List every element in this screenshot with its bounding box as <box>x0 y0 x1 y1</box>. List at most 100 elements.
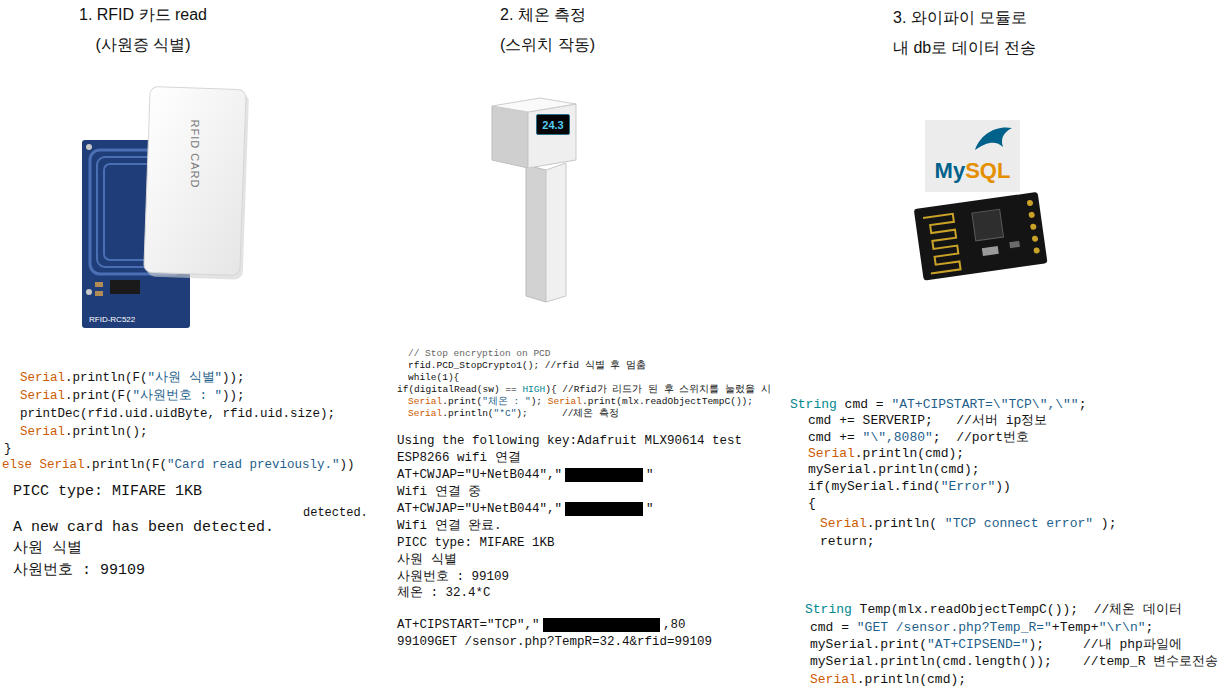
label-slot: 사원번호 : 99109 <box>397 569 509 585</box>
serial-output-line: A new card has been detected. <box>13 519 274 537</box>
art-rect <box>95 282 103 287</box>
art-rect <box>110 280 140 294</box>
step-heading: 3. 와이파이 모듈로 내 db로 데이터 전송 <box>893 3 1042 63</box>
code-token: )) <box>340 458 355 472</box>
label-slot: 3. 와이파이 모듈로 내 db로 데이터 전송 <box>893 3 1042 63</box>
code-line: while(1){ <box>408 372 459 384</box>
serial-output-line: AT+CWJAP="U+NetB044"," <box>397 501 562 517</box>
esp8266-module <box>914 192 1048 281</box>
label-slot: AT+CWJAP="U+NetB044"," <box>397 467 562 483</box>
code-token: .println(); <box>65 425 148 439</box>
serial-output-line: 99109GET /sensor.php?TempR=32.4&rfid=991… <box>397 634 712 650</box>
code-token: Temp(mlx.readObjectTempC()); //체온 데이터 <box>852 602 1182 617</box>
art-polygon <box>526 165 546 302</box>
code-token: "GET /sensor.php?Temp_R=" <box>857 620 1052 635</box>
code-token: "Card read previously." <box>167 458 340 472</box>
code-token: .println( <box>442 408 493 419</box>
code-token: "TCP connect error" <box>945 516 1093 531</box>
code-token: if(mySerial.find( <box>808 479 941 494</box>
serial-output-line: 사원 식별 <box>397 552 457 568</box>
mysql-logo-art <box>925 120 1020 192</box>
art-circle <box>86 289 92 295</box>
code-token: ); //체온 측정 <box>516 408 619 419</box>
code-line: Serial.println("*C"); //체온 측정 <box>408 408 619 420</box>
label-slot: Serial.println(cmd); <box>808 446 964 462</box>
code-token: cmd = <box>837 397 892 412</box>
label-slot: rfid.PCD_StopCrypto1(); //rfid 식별 후 멈춤 <box>408 360 646 372</box>
code-token: cmd += <box>808 430 863 445</box>
art-circle <box>86 144 92 150</box>
label-slot: Using the following key:Adafruit MLX9061… <box>397 433 742 449</box>
serial-output-line: Wifi 연결 완료. <box>397 518 502 534</box>
label-slot: 사원 식별 <box>397 552 457 568</box>
label-slot: String cmd = "AT+CIPSTART=\"TCP\",\""; <box>790 397 1086 413</box>
code-token: .println( <box>867 516 945 531</box>
code-token: ; <box>1079 397 1087 412</box>
code-token: .println(cmd); <box>855 446 964 461</box>
label-slot: PICC type: MIFARE 1KB <box>13 483 202 501</box>
label-slot: Wifi 연결 완료. <box>397 518 502 534</box>
label-slot: AT+CWJAP="U+NetB044"," <box>397 501 562 517</box>
redaction-bars <box>543 468 660 632</box>
label-slot: return; <box>820 534 875 550</box>
art-rect <box>982 246 999 256</box>
code-token: .println(cmd); <box>857 672 966 687</box>
code-line: { <box>808 496 816 512</box>
code-token: { <box>808 496 816 511</box>
code-line: cmd += SERVERIP; //서버 ip정보 <box>808 413 1047 429</box>
label-slot: Serial.println(cmd); <box>810 672 966 688</box>
code-token: Serial <box>548 396 582 407</box>
art-rect <box>95 291 103 296</box>
label-slot: printDec(rfid.uid.uidByte, rfid.uid.size… <box>20 406 335 422</box>
node-text: MySQL <box>935 158 1011 184</box>
label-slot: 2. 체온 측정 (스위치 작동) <box>500 0 620 60</box>
code-token: .println(F( <box>65 371 148 385</box>
label-slot: 체온 : 32.4*C <box>397 585 491 601</box>
code-token: +Temp+ <box>1052 620 1099 635</box>
code-token: String <box>805 602 852 617</box>
label-slot: Serial.println("*C"); //체온 측정 <box>408 408 619 420</box>
code-token: Serial <box>20 371 65 385</box>
code-token: ; //port번호 <box>933 430 1029 445</box>
label-slot: ,80 <box>663 617 686 633</box>
rfid-card: RFID CARD <box>147 88 243 274</box>
code-line: Serial.print("체온 : "); Serial.print(mlx.… <box>408 396 753 408</box>
step-heading: 1. RFID 카드 read (사원증 식별) <box>63 0 223 60</box>
art-circle <box>1027 200 1034 207</box>
step-heading: 2. 체온 측정 (스위치 작동) <box>500 0 620 60</box>
code-token: rfid.PCD_StopCrypto1(); //rfid 식별 후 멈춤 <box>408 360 646 371</box>
node-text: RFID CARD <box>189 120 201 189</box>
code-line: // Stop encryption on PCD <box>408 348 551 360</box>
art-circle <box>1033 247 1040 254</box>
art-rect <box>543 618 660 632</box>
label-slot: Serial.println( "TCP connect error" ); <box>820 516 1116 532</box>
label-slot: while(1){ <box>408 372 459 384</box>
code-line: Serial.println( "TCP connect error" ); <box>820 516 1116 532</box>
label-slot: mySerial.println(cmd.length()); //temp_R… <box>810 654 1218 670</box>
art-circle <box>1030 223 1037 230</box>
art-rect <box>914 192 1048 281</box>
label-slot: Serial.println(F("사원 식별")); <box>20 370 245 386</box>
code-token: ); <box>1093 516 1116 531</box>
art-polygon <box>492 106 528 168</box>
serial-output-line: Using the following key:Adafruit MLX9061… <box>397 433 742 449</box>
code-token: "Error" <box>941 479 996 494</box>
code-line: return; <box>820 534 875 550</box>
node-text: RFID-RC522 <box>89 315 135 324</box>
code-token: ); <box>531 396 548 407</box>
serial-output-line: AT+CIPSTART="TCP"," <box>397 617 540 633</box>
code-line: Serial.print(F("사원번호 : ")); <box>20 388 245 404</box>
label-slot: cmd += SERVERIP; //서버 ip정보 <box>808 413 1047 429</box>
code-token: .print( <box>442 396 482 407</box>
label-slot: if(mySerial.find("Error")) <box>808 479 1011 495</box>
serial-output-line: 체온 : 32.4*C <box>397 585 491 601</box>
rfid-card-art <box>144 86 250 279</box>
art-rect <box>565 502 643 516</box>
code-line: Serial.println(F("사원 식별")); <box>20 370 245 386</box>
code-token: "체온 : " <box>482 396 531 407</box>
code-line: if(digitalRead(sw) == HIGH){ //Rfid가 리드가… <box>397 384 771 396</box>
art-circle <box>1032 235 1039 242</box>
label-slot: else Serial.println(F("Card read previou… <box>2 457 355 473</box>
code-line: mySerial.println(cmd); <box>808 462 980 478</box>
code-token: String <box>790 397 837 412</box>
